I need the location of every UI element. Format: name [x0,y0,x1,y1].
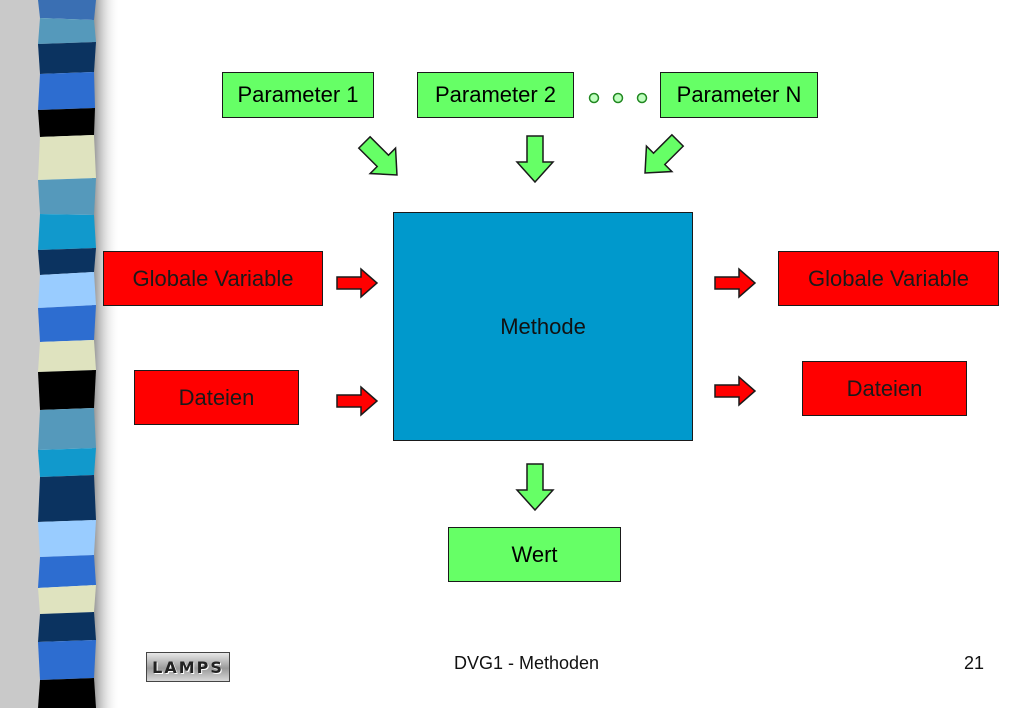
method-box: Methode [393,212,693,441]
parameter-2-box: Parameter 2 [417,72,574,118]
footer-logo-label: LAMPS [152,657,224,677]
arrow-paramN-to-method [644,133,685,174]
arrow-method-to-result [515,463,555,512]
ellipsis-dot [612,92,624,104]
input-files-label: Dateien [178,384,255,410]
result-label: Wert [511,541,558,567]
output-global-variable-label: Globale Variable [807,265,970,291]
output-files-label: Dateien [846,375,923,401]
parameter-n-label: Parameter N [676,82,802,107]
method-label: Methode [500,313,586,339]
arrow-input-global-to-method [336,267,379,299]
ellipsis-dot [636,92,648,104]
footer-title: DVG1 - Methoden [453,653,600,673]
arrow-param1-to-method [357,135,398,176]
arrow-method-to-output-files [714,375,757,407]
slide-number: 21 [964,653,985,673]
footer-logo: LAMPS [146,652,230,682]
parameter-2-label: Parameter 2 [434,82,557,107]
result-box: Wert [448,527,621,582]
input-files-box: Dateien [134,370,299,425]
parameter-n-box: Parameter N [660,72,818,118]
arrow-method-to-output-global [714,267,757,299]
output-global-variable-box: Globale Variable [778,251,999,306]
arrow-input-files-to-method [336,385,379,417]
decorative-stripe [0,0,120,708]
ellipsis-dot [588,92,600,104]
input-global-variable-box: Globale Variable [103,251,323,306]
arrow-param2-to-method [515,135,555,184]
parameter-1-label: Parameter 1 [237,82,359,107]
output-files-box: Dateien [802,361,967,416]
parameter-1-box: Parameter 1 [222,72,374,118]
input-global-variable-label: Globale Variable [132,265,294,291]
ellipsis-dots [588,92,648,104]
